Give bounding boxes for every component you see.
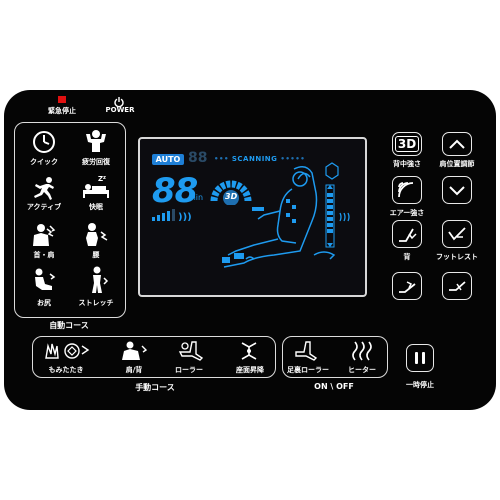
course-neck-shoulder-label: 首・肩 [33, 251, 55, 259]
scanning-indicator: ••• SCANNING ••••• [214, 155, 306, 163]
clock-icon [33, 131, 55, 153]
svg-text:Z: Z [98, 175, 103, 183]
footrest-up-icon [448, 227, 466, 241]
course-fatigue-recovery-label: 疲労回復 [82, 158, 110, 166]
flexing-person-icon [86, 130, 106, 152]
course-fatigue-recovery-button[interactable] [82, 128, 110, 154]
auto-course-title: 自動コース [49, 321, 89, 330]
foot-roller-icon [295, 341, 318, 361]
chair-body-figure [222, 162, 350, 268]
hip-icon [35, 268, 56, 290]
manual-seat-lift-label: 座面昇降 [236, 366, 264, 374]
waist-icon [86, 223, 108, 246]
running-person-icon [34, 177, 54, 200]
course-waist-button[interactable] [82, 222, 112, 248]
manual-shoulder-back-label: 肩/背 [125, 366, 143, 374]
stretch-icon [92, 266, 109, 293]
manual-seat-lift-button[interactable] [234, 340, 264, 362]
3d-label: 3D [394, 136, 420, 152]
manual-course-title: 手動コース [135, 383, 175, 392]
control-panel: 緊急停止 POWER クイック 疲労回復 アクティブ [4, 90, 496, 410]
footrest-up-button[interactable] [442, 220, 472, 248]
pause-button[interactable] [406, 344, 434, 372]
3d-strength-gauge [210, 180, 252, 205]
backrest-down-icon [399, 281, 416, 293]
3d-button[interactable]: 3D [392, 132, 422, 156]
heater-button[interactable] [350, 340, 374, 362]
air-strength-label: エアー強さ [389, 209, 425, 217]
course-hip-button[interactable] [30, 268, 58, 294]
manual-kneading-tapping-button[interactable] [42, 340, 92, 362]
svg-text:))): ))) [178, 212, 192, 221]
auto-course-group [14, 122, 126, 318]
course-neck-shoulder-button[interactable] [30, 222, 58, 248]
footrest-down-button[interactable] [442, 272, 472, 300]
seat-lift-arrows-icon [241, 342, 257, 360]
course-quick-button[interactable] [30, 130, 58, 154]
shoulder-position-up-button[interactable] [442, 132, 472, 156]
on-off-title: ON \ OFF [314, 382, 354, 391]
back-label: 背 [403, 253, 411, 261]
intensity-bars-icon: ))) [152, 209, 192, 221]
course-active-button[interactable] [30, 176, 58, 200]
3d-mode-label: 3D [225, 192, 238, 201]
power-label: POWER [105, 106, 135, 114]
course-quick-label: クイック [30, 158, 58, 166]
sleeping-bed-icon: Z z [83, 175, 109, 198]
manual-course-group [32, 336, 276, 378]
strength-label: 背中強さ [393, 160, 421, 168]
emergency-stop-label: 緊急停止 [48, 107, 76, 115]
shoulder-adjust-label: 肩位置調節 [439, 160, 475, 168]
course-active-label: アクティブ [26, 203, 62, 211]
segment-digits-small: 88 [188, 150, 208, 166]
manual-shoulder-back-button[interactable] [118, 340, 150, 362]
back-recline-up-button[interactable] [392, 220, 422, 248]
pause-label: 一時停止 [406, 381, 434, 389]
shoulder-position-down-button[interactable] [442, 176, 472, 204]
course-sleep-button[interactable]: Z z [80, 174, 112, 200]
heater-label: ヒーター [348, 366, 376, 374]
footrest-down-icon [449, 281, 466, 291]
manual-roller-label: ローラー [175, 366, 203, 374]
backrest-up-icon [399, 228, 417, 242]
hands-icon [45, 343, 90, 359]
lcd-display: AUTO 88 ••• SCANNING ••••• 88 min ))) 3D [138, 137, 367, 297]
foot-roller-label: 足裏ローラー [287, 366, 329, 374]
on-off-group [282, 336, 388, 378]
footrest-label: フットレスト [436, 253, 478, 261]
power-icon [114, 97, 124, 108]
course-waist-label: 腰 [92, 251, 100, 259]
timer-digits: 88 [152, 171, 198, 211]
neck-shoulder-icon [33, 224, 56, 246]
course-hip-label: お尻 [37, 299, 51, 307]
power-button[interactable] [113, 93, 125, 108]
heater-waves-icon [352, 341, 372, 361]
course-stretch-button[interactable] [84, 266, 110, 294]
auto-indicator: AUTO [152, 154, 184, 165]
manual-kneading-tapping-label: もみたたき [48, 366, 84, 374]
chair-roller-icon [178, 341, 204, 361]
svg-text:z: z [103, 175, 106, 181]
air-strength-button[interactable] [392, 176, 422, 204]
course-sleep-label: 快眠 [89, 203, 103, 211]
pause-icon [415, 352, 425, 364]
shoulder-back-icon [122, 341, 148, 360]
manual-roller-button[interactable] [174, 340, 206, 362]
air-wave-icon [398, 182, 414, 198]
chevron-down-icon [449, 186, 465, 196]
foot-roller-button[interactable] [292, 340, 322, 362]
course-stretch-label: ストレッチ [78, 299, 114, 307]
chevron-up-icon [449, 139, 465, 149]
emergency-stop-button[interactable] [58, 96, 66, 103]
back-recline-down-button[interactable] [392, 272, 422, 300]
timer-unit: min [188, 193, 204, 202]
